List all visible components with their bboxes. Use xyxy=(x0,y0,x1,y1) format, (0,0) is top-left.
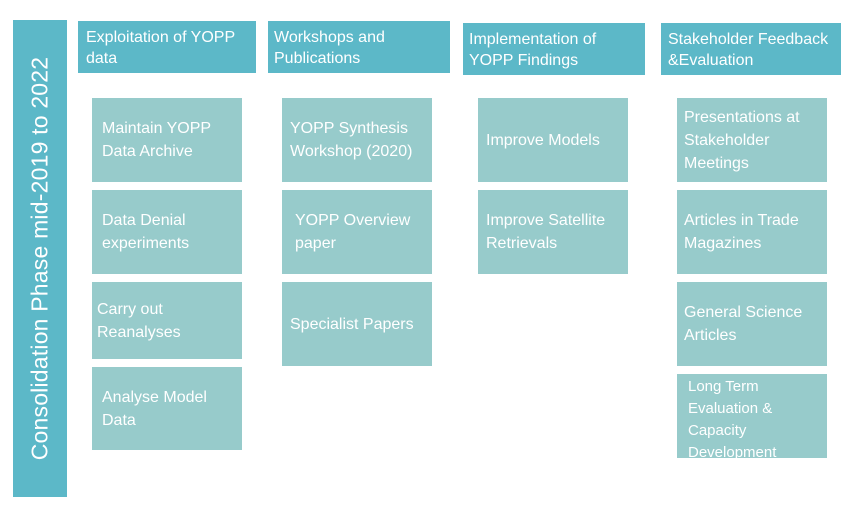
item-satellite-retrievals: Improve Satellite Retrievals xyxy=(478,190,628,274)
item-maintain-archive: Maintain YOPP Data Archive xyxy=(92,98,242,182)
item-general-science: General Science Articles xyxy=(677,282,827,366)
column-header-workshops: Workshops and Publications xyxy=(268,21,450,73)
item-long-term-evaluation: Long Term Evaluation & Capacity Developm… xyxy=(677,374,827,458)
item-reanalyses: Carry out Reanalyses xyxy=(92,282,242,359)
phase-title: Consolidation Phase mid-2019 to 2022 xyxy=(26,56,53,461)
item-overview-paper: YOPP Overview paper xyxy=(282,190,432,274)
item-synthesis-workshop: YOPP Synthesis Workshop (2020) xyxy=(282,98,432,182)
column-header-stakeholder: Stakeholder Feedback &Evaluation xyxy=(661,23,841,75)
item-specialist-papers: Specialist Papers xyxy=(282,282,432,366)
item-improve-models: Improve Models xyxy=(478,98,628,182)
column-header-exploitation: Exploitation of YOPP data xyxy=(78,21,256,73)
item-trade-magazines: Articles in Trade Magazines xyxy=(677,190,827,274)
column-header-implementation: Implementation of YOPP Findings xyxy=(463,23,645,75)
item-analyse-model: Analyse Model Data xyxy=(92,367,242,450)
item-data-denial: Data Denial experiments xyxy=(92,190,242,274)
phase-sidebar: Consolidation Phase mid-2019 to 2022 xyxy=(13,20,67,497)
item-presentations: Presentations at Stakeholder Meetings xyxy=(677,98,827,182)
